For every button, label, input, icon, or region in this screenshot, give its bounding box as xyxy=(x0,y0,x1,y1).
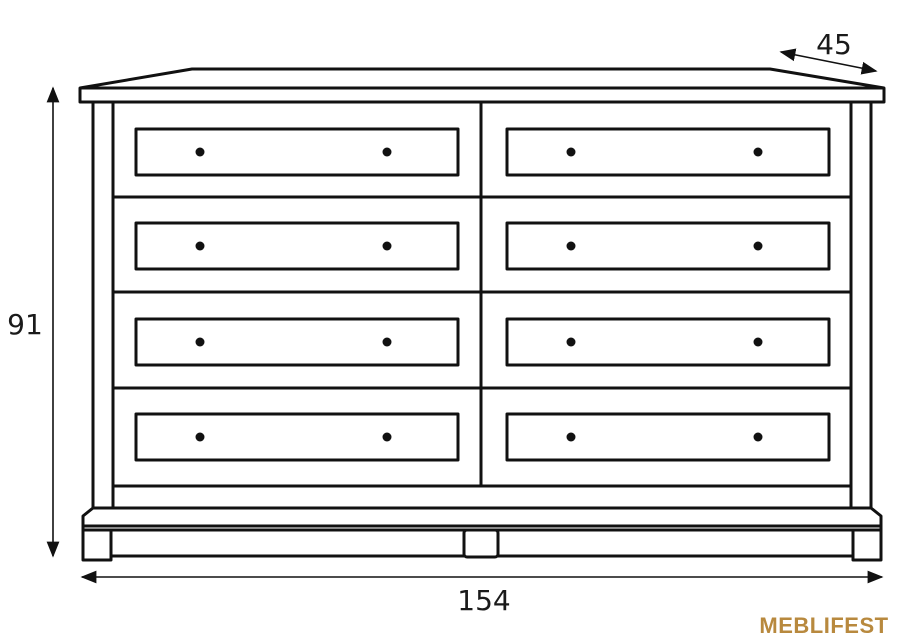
drawer-knob xyxy=(753,337,763,347)
drawer-knob xyxy=(382,147,392,157)
drawer-knob xyxy=(195,337,205,347)
drawer-front xyxy=(134,412,460,462)
drawer-knob xyxy=(566,241,576,251)
top-panel xyxy=(78,67,886,104)
drawer-knob xyxy=(566,432,576,442)
drawer-front xyxy=(134,317,460,367)
left-foot xyxy=(81,528,113,562)
drawer-knob xyxy=(195,147,205,157)
drawer-knob xyxy=(566,337,576,347)
depth-arrow xyxy=(779,48,878,75)
left-post xyxy=(91,100,115,510)
drawer-knob xyxy=(753,147,763,157)
width-label: 154 xyxy=(457,584,510,617)
height-label: 91 xyxy=(7,308,43,341)
right-post xyxy=(849,100,873,510)
drawer-knob xyxy=(382,432,392,442)
right-foot xyxy=(851,528,883,562)
drawers-group xyxy=(134,127,831,462)
drawer-knob xyxy=(566,147,576,157)
drawer-knob xyxy=(753,432,763,442)
drawer-front xyxy=(134,127,460,177)
drawer-front xyxy=(505,127,831,177)
height-dimension: 91 xyxy=(7,86,60,558)
drawer-front xyxy=(505,317,831,367)
drawer-knob xyxy=(382,337,392,347)
drawer-front xyxy=(134,221,460,271)
plinth-top xyxy=(81,506,883,528)
drawer-knob xyxy=(753,241,763,251)
drawer-knob xyxy=(195,241,205,251)
depth-dimension: 45 xyxy=(779,28,878,75)
drawer-front xyxy=(505,412,831,462)
drawer-knob xyxy=(382,241,392,251)
drawer-knob xyxy=(195,432,205,442)
width-dimension: 154 xyxy=(80,570,884,617)
depth-label: 45 xyxy=(816,28,852,61)
center-foot xyxy=(462,528,500,559)
drawer-front xyxy=(505,221,831,271)
brand-logo: MEBLIFEST xyxy=(759,613,888,638)
dresser xyxy=(78,67,886,562)
